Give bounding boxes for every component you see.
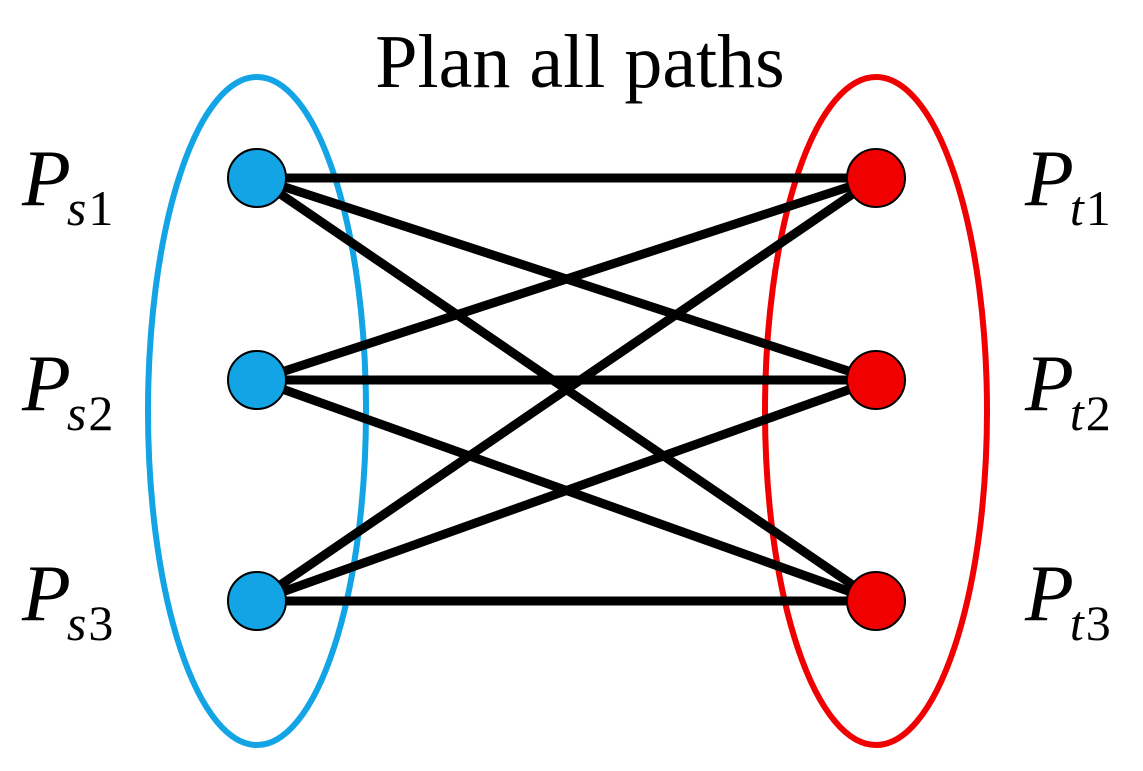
nodes-layer: [227, 148, 906, 631]
label-sub-letter: t: [1070, 595, 1085, 651]
label-main-letter: P: [1024, 340, 1074, 428]
edge-s3-t1: [252, 173, 881, 606]
label-sub-number: 1: [88, 180, 113, 236]
target-group-ellipse: [762, 74, 990, 748]
label-sub-number: 2: [88, 385, 113, 441]
label-main-letter: P: [21, 550, 71, 638]
node-s1: [227, 148, 287, 208]
edge-s2-t1: [252, 173, 881, 385]
target-label-t3: Pt3: [1024, 550, 1111, 651]
label-main-letter: P: [1024, 135, 1074, 223]
target-label-t1: Pt1: [1024, 135, 1111, 236]
diagram-title: Plan all paths: [375, 20, 785, 104]
label-main-letter: P: [21, 340, 71, 428]
node-s2: [227, 350, 287, 410]
node-t2: [846, 350, 906, 410]
label-sub-number: 1: [1086, 180, 1111, 236]
node-t3: [846, 571, 906, 631]
label-main-letter: P: [1024, 550, 1074, 638]
label-sub-letter: t: [1070, 180, 1085, 236]
source-label-s2: Ps2: [21, 340, 113, 441]
edges-layer: [252, 173, 881, 606]
label-sub-number: 2: [1086, 385, 1111, 441]
source-group-ellipse: [145, 74, 369, 748]
label-sub-letter: t: [1070, 385, 1085, 441]
label-sub-number: 3: [1086, 595, 1111, 651]
label-main-letter: P: [21, 135, 71, 223]
node-s3: [227, 571, 287, 631]
source-label-s3: Ps3: [21, 550, 113, 651]
edge-s3-t2: [252, 375, 881, 606]
source-label-s1: Ps1: [21, 135, 113, 236]
label-sub-number: 3: [88, 595, 113, 651]
label-sub-letter: s: [67, 595, 86, 651]
target-label-t2: Pt2: [1024, 340, 1111, 441]
node-t1: [846, 148, 906, 208]
label-sub-letter: s: [67, 385, 86, 441]
label-sub-letter: s: [67, 180, 86, 236]
